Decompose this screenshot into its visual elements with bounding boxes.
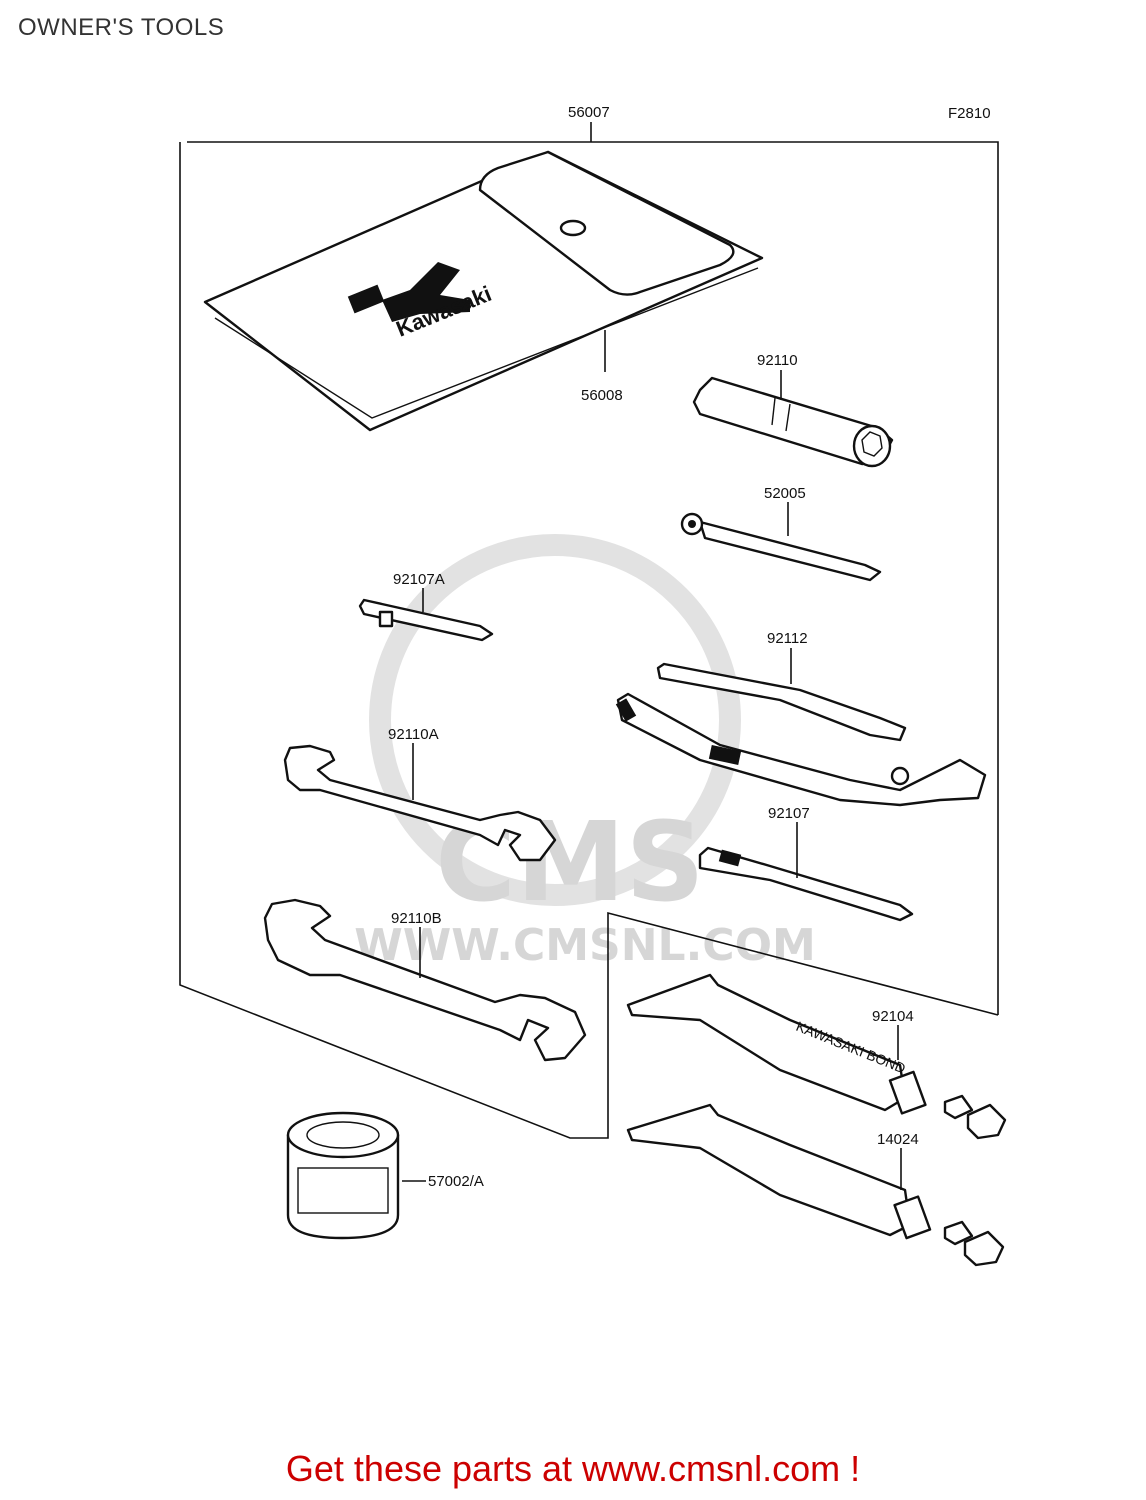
wrench-large-icon [263, 898, 587, 1062]
part-label-57002a: 57002/A [428, 1173, 484, 1190]
part-label-92110a: 92110A [388, 726, 439, 743]
bond-tube-2-icon [626, 1103, 1005, 1267]
pliers-icon [615, 662, 987, 807]
part-label-92107a: 92107A [393, 571, 445, 588]
part-label-92107: 92107 [768, 805, 810, 822]
tool-bag-icon: Kawasaki [203, 150, 764, 432]
leader-lines [402, 330, 902, 1190]
part-label-92110: 92110 [757, 352, 798, 369]
part-label-92112: 92112 [767, 630, 808, 647]
wrench-icon [283, 744, 557, 862]
part-label-92104: 92104 [872, 1008, 914, 1025]
figure-code: F2810 [948, 105, 991, 122]
screwdriver-bit-icon [358, 598, 494, 642]
part-label-56007: 56007 [568, 104, 610, 121]
watermark-brand: CMS [435, 798, 704, 926]
part-label-92110b: 92110B [391, 910, 442, 927]
footer-parts-link[interactable]: Get these parts at www.cmsnl.com ! [285, 1448, 861, 1489]
part-label-56008: 56008 [581, 387, 623, 404]
grease-can-icon [286, 1111, 400, 1240]
screwdriver-icon [698, 846, 914, 922]
kit-outline [179, 122, 999, 1139]
watermark-url: WWW.CMSNL.COM [354, 920, 816, 971]
part-label-14024: 14024 [877, 1131, 919, 1148]
watermark-badge-icon [369, 534, 741, 906]
part-label-52005: 52005 [764, 485, 806, 502]
plug-wrench-icon [692, 376, 894, 468]
page-title: OWNER'S TOOLS [18, 14, 225, 41]
handle-icon [680, 512, 882, 582]
